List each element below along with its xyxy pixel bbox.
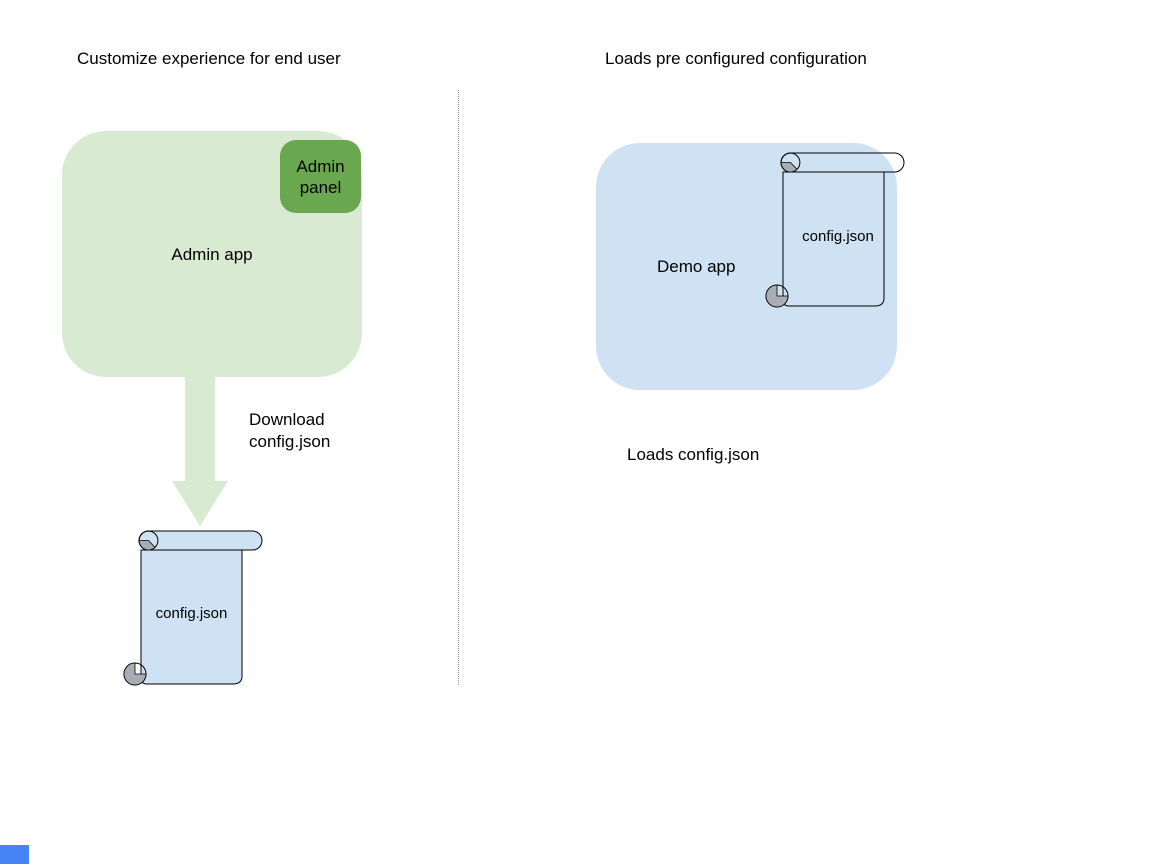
admin-panel-box: Admin panel <box>280 140 361 213</box>
loads-config-caption: Loads config.json <box>627 445 760 464</box>
config-file-label: config.json <box>802 228 874 245</box>
left-section-title: Customize experience for end user <box>77 49 341 68</box>
download-config-label: Download config.json <box>249 410 331 451</box>
admin-app-label: Admin app <box>171 244 253 264</box>
right-section-title: Loads pre configured configuration <box>605 49 867 68</box>
demo-app-label: Demo app <box>657 257 736 276</box>
admin-panel-label: Admin panel <box>296 156 345 197</box>
config-file-scroll-icon <box>765 152 905 308</box>
section-divider <box>458 90 459 685</box>
config-file-scroll-icon <box>123 530 263 686</box>
config-file-label: config.json <box>155 605 228 622</box>
demo-app-box: Demo app <box>596 143 897 390</box>
blue-corner-rectangle <box>0 845 29 864</box>
download-arrow-icon <box>172 377 228 526</box>
